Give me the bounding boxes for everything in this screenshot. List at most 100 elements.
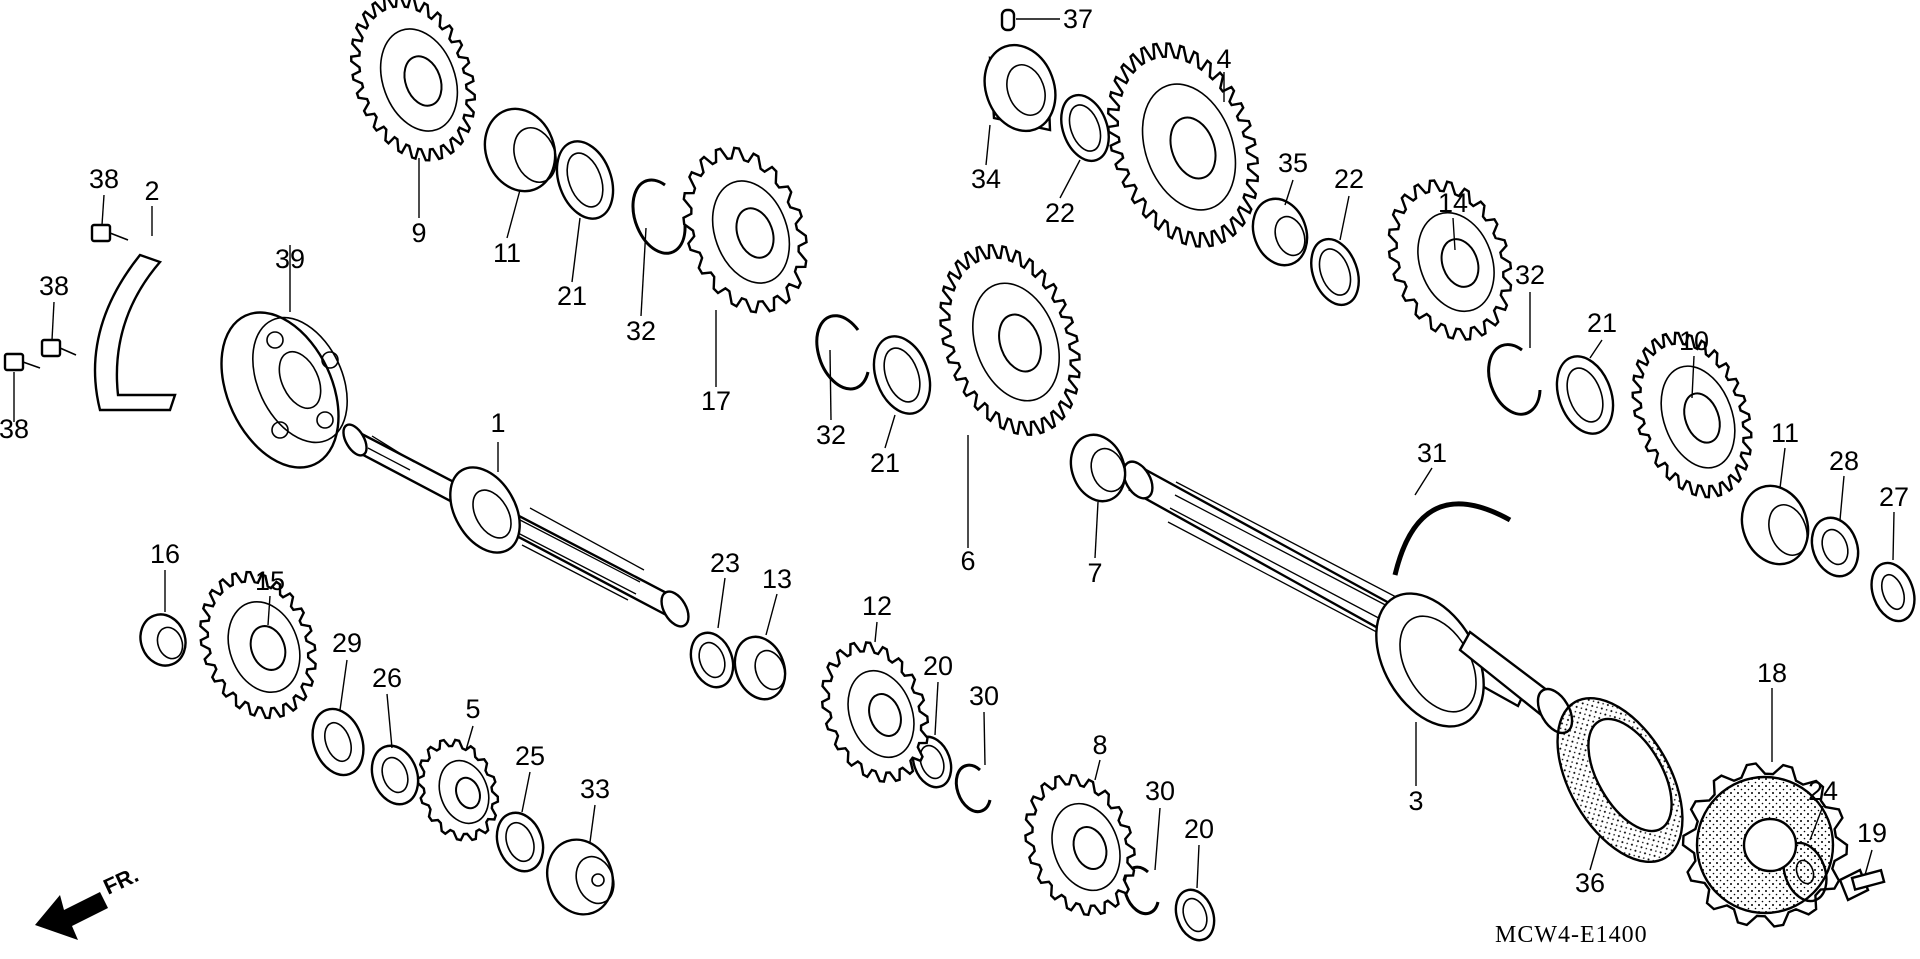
part-label-33: 33 bbox=[580, 774, 610, 804]
leader-line bbox=[1094, 501, 1099, 559]
part-label-14: 14 bbox=[1438, 188, 1468, 218]
leader-lines bbox=[13, 72, 1895, 889]
leader-line bbox=[1339, 195, 1350, 241]
part-label-17: 17 bbox=[701, 386, 731, 416]
part-label-38c: 38 bbox=[0, 414, 29, 444]
part-label-22b: 22 bbox=[1334, 164, 1364, 194]
part-label-36: 36 bbox=[1575, 868, 1605, 898]
leader-line bbox=[101, 194, 105, 226]
leader-line bbox=[1196, 844, 1200, 889]
part-label-21c: 21 bbox=[1587, 308, 1617, 338]
leader-line bbox=[1892, 511, 1895, 561]
bracket-2 bbox=[93, 253, 177, 412]
part-label-21a: 21 bbox=[557, 281, 587, 311]
front-direction-text: FR. bbox=[100, 862, 143, 900]
part-label-22a: 22 bbox=[1045, 198, 1075, 228]
part-label-35: 35 bbox=[1278, 148, 1308, 178]
leader-line bbox=[589, 804, 596, 843]
part-label-34: 34 bbox=[971, 164, 1001, 194]
part-label-37: 37 bbox=[1063, 4, 1093, 34]
part-label-24: 24 bbox=[1808, 776, 1838, 806]
part-label-7: 7 bbox=[1087, 558, 1102, 588]
bearing-33 bbox=[546, 838, 615, 916]
leader-line bbox=[1059, 159, 1081, 199]
part-label-12: 12 bbox=[862, 591, 892, 621]
needle-bearing-16 bbox=[139, 613, 187, 667]
gear-9 bbox=[349, 0, 477, 162]
leader-line bbox=[1809, 805, 1824, 841]
gear-18-teeth bbox=[1681, 762, 1849, 928]
leader-line bbox=[983, 711, 986, 766]
mainshaft bbox=[342, 423, 690, 628]
leader-line bbox=[1691, 355, 1695, 399]
part-label-19: 19 bbox=[1857, 818, 1887, 848]
part-label-32b: 32 bbox=[816, 420, 846, 450]
leader-line bbox=[1589, 834, 1601, 871]
part-label-10: 10 bbox=[1679, 326, 1709, 356]
gear-12 bbox=[820, 641, 930, 783]
part-label-30a: 30 bbox=[969, 681, 999, 711]
leader-line bbox=[506, 189, 521, 239]
leader-line bbox=[934, 681, 939, 736]
leader-line bbox=[874, 621, 878, 643]
gear-17 bbox=[682, 146, 808, 314]
part-label-11b: 11 bbox=[1771, 418, 1799, 448]
leader-line bbox=[1864, 849, 1873, 876]
leader-line bbox=[1284, 179, 1294, 206]
drive-sprocket-18 bbox=[1695, 775, 1835, 915]
leader-line bbox=[884, 414, 896, 449]
part-label-4: 4 bbox=[1216, 44, 1231, 74]
part-label-20b: 20 bbox=[1184, 814, 1214, 844]
part-label-8: 8 bbox=[1092, 730, 1107, 760]
leader-line bbox=[571, 217, 581, 283]
part-label-25: 25 bbox=[515, 741, 545, 771]
gear-8 bbox=[1024, 773, 1136, 917]
leader-line bbox=[765, 593, 778, 636]
bushing-13 bbox=[733, 635, 787, 701]
leader-line bbox=[386, 693, 393, 749]
part-label-38a: 38 bbox=[89, 164, 119, 194]
set-ring-31 bbox=[1392, 501, 1512, 576]
part-label-15: 15 bbox=[255, 566, 285, 596]
leader-line bbox=[465, 725, 474, 751]
leader-line bbox=[1414, 467, 1433, 496]
part-label-27: 27 bbox=[1879, 482, 1909, 512]
leader-line bbox=[829, 349, 832, 421]
leader-line bbox=[1779, 447, 1786, 489]
bearing-34 bbox=[983, 43, 1057, 133]
gear-6 bbox=[939, 244, 1081, 436]
leader-line bbox=[717, 577, 726, 629]
leader-line bbox=[1589, 339, 1603, 359]
leader-line bbox=[640, 227, 647, 317]
gear-10 bbox=[1631, 331, 1753, 499]
part-label-32c: 32 bbox=[1515, 260, 1545, 290]
leader-line bbox=[339, 659, 348, 711]
part-label-20a: 20 bbox=[923, 651, 953, 681]
part-label-1: 1 bbox=[490, 408, 505, 438]
part-labels: 1 2 3 4 5 6 7 8 9 10 11 11 12 13 14 15 1… bbox=[0, 4, 1909, 898]
leader-line bbox=[1154, 807, 1161, 871]
part-label-2: 2 bbox=[144, 176, 159, 206]
needle-bearing-11b bbox=[1740, 484, 1810, 566]
leader-line bbox=[1094, 759, 1101, 781]
leader-line bbox=[521, 771, 531, 813]
part-label-32a: 32 bbox=[626, 316, 656, 346]
part-label-26: 26 bbox=[372, 663, 402, 693]
gear-5 bbox=[416, 738, 500, 842]
leader-line bbox=[1452, 217, 1456, 251]
bearing-39 bbox=[220, 311, 348, 469]
bolt-19 bbox=[1838, 868, 1886, 902]
bushing-7 bbox=[1069, 433, 1127, 503]
leader-line bbox=[267, 595, 271, 626]
gear-set bbox=[199, 0, 1849, 928]
part-label-39: 39 bbox=[275, 244, 305, 274]
needle-bearing-11a bbox=[483, 107, 557, 193]
collar-37 bbox=[1000, 8, 1016, 32]
part-label-30b: 30 bbox=[1145, 776, 1175, 806]
gear-4 bbox=[1106, 42, 1260, 248]
part-label-28: 28 bbox=[1829, 446, 1859, 476]
needle-bearing-35 bbox=[1251, 197, 1309, 267]
front-arrow-icon bbox=[35, 892, 108, 940]
leader-line bbox=[985, 124, 991, 166]
